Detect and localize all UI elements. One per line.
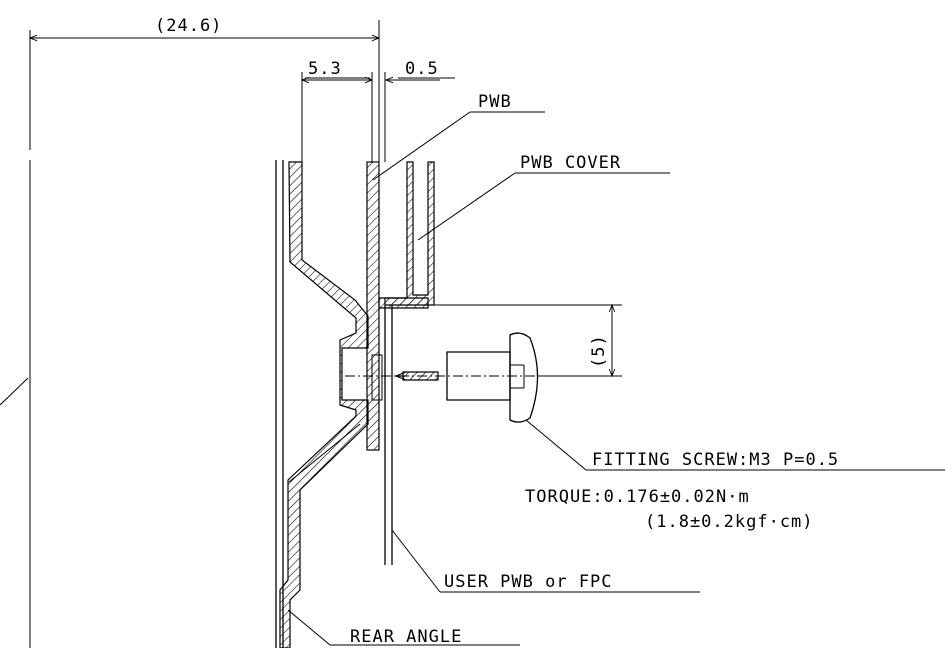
screw-offset-dimension: (5) xyxy=(434,303,622,378)
label-torque-2: (1.8±0.2kgf·cm) xyxy=(645,512,814,532)
label-rear-angle: REAR ANGLE xyxy=(350,627,462,647)
label-torque-1: TORQUE:0.176±0.02N·m xyxy=(525,487,750,507)
rear-angle-part xyxy=(275,160,369,648)
dim-overall: (24.6) xyxy=(155,16,222,36)
label-pwb: PWB xyxy=(478,92,512,112)
gap-dimensions: 5.3 0.5 xyxy=(300,59,455,162)
pwb-cover-part xyxy=(378,161,435,309)
dim-screw-offset: (5) xyxy=(589,334,609,368)
overall-dimension: (24.6) xyxy=(28,14,381,648)
label-user-pwb: USER PWB or FPC xyxy=(444,572,613,592)
fitting-screw xyxy=(345,332,570,423)
label-pwb-cover: PWB COVER xyxy=(520,153,621,173)
user-pwb-part xyxy=(384,305,393,565)
callouts: PWB PWB COVER FITTING SCREW:M3 P=0.5 TOR… xyxy=(0,92,945,647)
dim-gap-b: 0.5 xyxy=(405,59,439,79)
dim-gap-a: 5.3 xyxy=(308,59,342,79)
label-fitting-screw: FITTING SCREW:M3 P=0.5 xyxy=(592,450,839,470)
